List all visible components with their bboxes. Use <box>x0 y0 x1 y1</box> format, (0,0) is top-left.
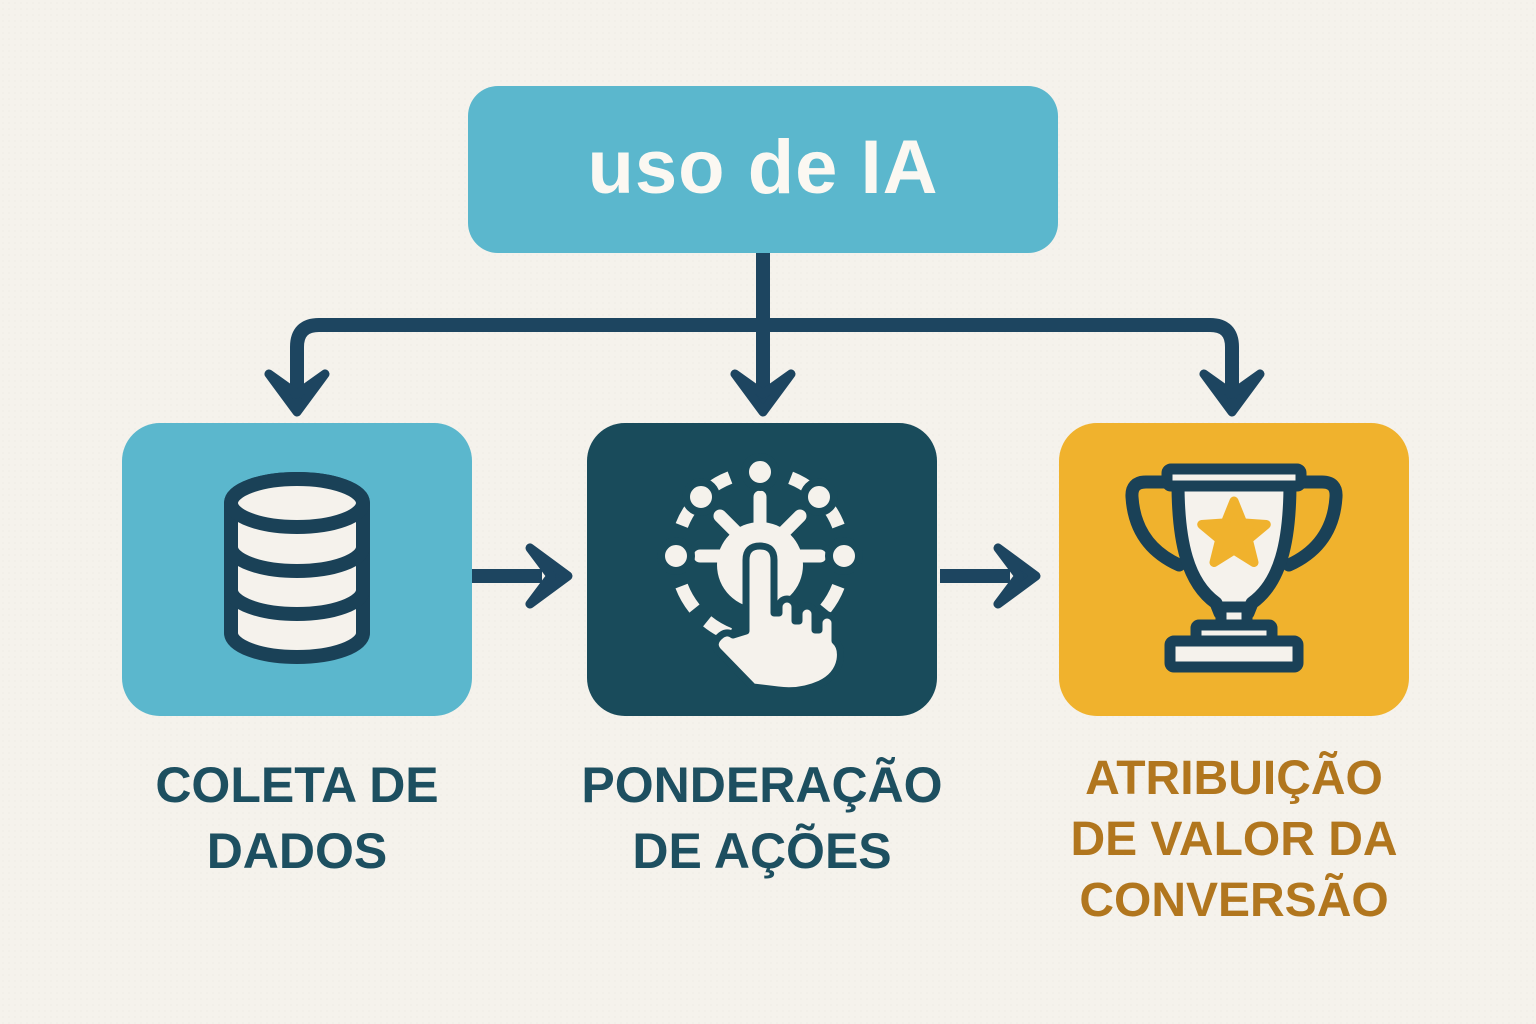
label-line: COLETA DE <box>155 757 439 813</box>
down-arrowhead-left <box>264 369 330 417</box>
label-line: CONVERSÃO <box>1079 874 1389 927</box>
network-nodes <box>657 452 863 575</box>
label-line: ATRIBUIÇÃO <box>1085 752 1383 805</box>
database-band-line-1 <box>224 546 370 578</box>
step-card-coleta-de-dados <box>122 423 472 716</box>
database-icon <box>224 472 370 664</box>
label-line: PONDERAÇÃO <box>581 757 943 813</box>
star-shape <box>1197 496 1271 567</box>
flow-arrow-1-head <box>525 543 573 609</box>
trophy-base-slab <box>1164 635 1304 672</box>
trophy-handles <box>1125 475 1343 571</box>
pointing-hand-shape <box>711 542 844 690</box>
root-node-uso-de-ia: uso de IA <box>468 86 1058 253</box>
database-top-ellipse <box>224 472 370 534</box>
root-node-label: uso de IA <box>587 125 939 210</box>
step-label-coleta-de-dados: COLETA DE DADOS <box>97 752 497 884</box>
trophy-rim <box>1161 463 1307 491</box>
step-label-atribuicao-de-valor: ATRIBUIÇÃO DE VALOR DA CONVERSÃO <box>1014 748 1454 931</box>
step-card-ponderacao-de-acoes <box>587 423 937 716</box>
step-card-atribuicao-de-valor <box>1059 423 1409 716</box>
step-label-ponderacao-de-acoes: PONDERAÇÃO DE AÇÕES <box>542 752 982 884</box>
label-line: DE VALOR DA <box>1070 813 1398 866</box>
down-arrowhead-center <box>730 369 796 417</box>
tree-branch-rail <box>290 318 1239 398</box>
label-line: DADOS <box>206 823 388 879</box>
trophy-icon <box>1125 463 1343 672</box>
touch-network-icon <box>657 452 863 690</box>
database-band-line-2 <box>224 589 370 621</box>
flow-arrow-2-head <box>993 543 1041 609</box>
down-arrowhead-right <box>1199 369 1265 417</box>
label-line: DE AÇÕES <box>632 823 892 879</box>
